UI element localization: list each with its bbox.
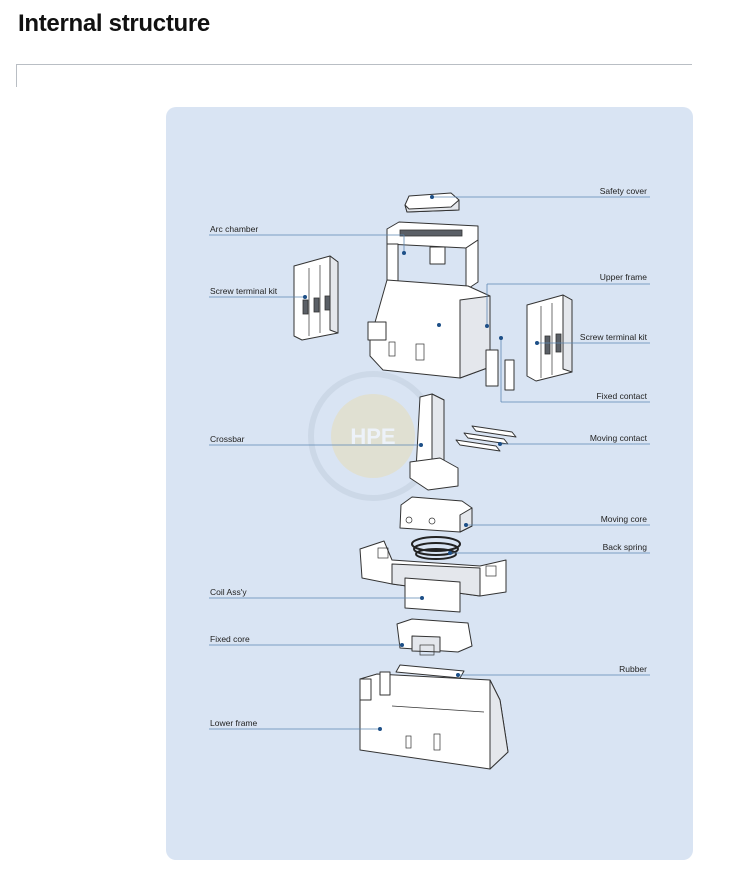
- label-crossbar: Crossbar: [210, 434, 245, 444]
- callout-upper-frame: Upper frame: [485, 272, 650, 328]
- arc-chamber-part: [386, 221, 479, 291]
- callout-arc-chamber: Arc chamber: [209, 224, 406, 255]
- callout-safety-cover: Safety cover: [430, 186, 650, 199]
- callout-upper-frame-body: [437, 323, 441, 327]
- lower-frame-part: [359, 671, 509, 770]
- coil-assy-part: [359, 540, 507, 613]
- upper-frame-part: [367, 279, 515, 391]
- callout-back-spring: Back spring: [448, 542, 650, 555]
- label-lower-frame: Lower frame: [210, 718, 258, 728]
- callout-fixed-core: Fixed core: [209, 634, 404, 647]
- label-fixed-contact: Fixed contact: [596, 391, 647, 401]
- section-divider: [16, 64, 692, 65]
- label-screw-terminal-kit-left: Screw terminal kit: [210, 286, 278, 296]
- crossbar-part: [409, 393, 459, 491]
- page-title: Internal structure: [18, 10, 210, 37]
- callout-moving-core: Moving core: [464, 514, 650, 527]
- label-coil-assy: Coil Ass'y: [210, 587, 247, 597]
- label-moving-contact: Moving contact: [590, 433, 648, 443]
- label-upper-frame: Upper frame: [600, 272, 648, 282]
- safety-cover-part: [404, 192, 460, 213]
- label-rubber: Rubber: [619, 664, 647, 674]
- label-back-spring: Back spring: [603, 542, 648, 552]
- label-safety-cover: Safety cover: [600, 186, 647, 196]
- callout-rubber: Rubber: [456, 664, 650, 677]
- callout-screw-terminal-kit-right: Screw terminal kit: [535, 332, 650, 345]
- moving-contact-part: [455, 425, 517, 452]
- callout-fixed-contact: Fixed contact: [499, 336, 650, 403]
- screw-terminal-kit-left-part: [293, 255, 339, 341]
- moving-core-part: [399, 496, 473, 533]
- callout-crossbar: Crossbar: [209, 434, 423, 447]
- callout-screw-terminal-kit-left: Screw terminal kit: [209, 286, 307, 299]
- callout-moving-contact: Moving contact: [498, 433, 650, 446]
- label-fixed-core: Fixed core: [210, 634, 250, 644]
- section-divider-tick: [16, 64, 17, 87]
- screw-terminal-kit-right-part: [526, 294, 573, 382]
- back-spring-part: [411, 536, 461, 560]
- callout-coil-assy: Coil Ass'y: [209, 587, 424, 600]
- label-moving-core: Moving core: [601, 514, 648, 524]
- fixed-core-part: [396, 618, 473, 656]
- label-screw-terminal-kit-right: Screw terminal kit: [580, 332, 648, 342]
- callout-lower-frame: Lower frame: [209, 718, 382, 731]
- label-arc-chamber: Arc chamber: [210, 224, 258, 234]
